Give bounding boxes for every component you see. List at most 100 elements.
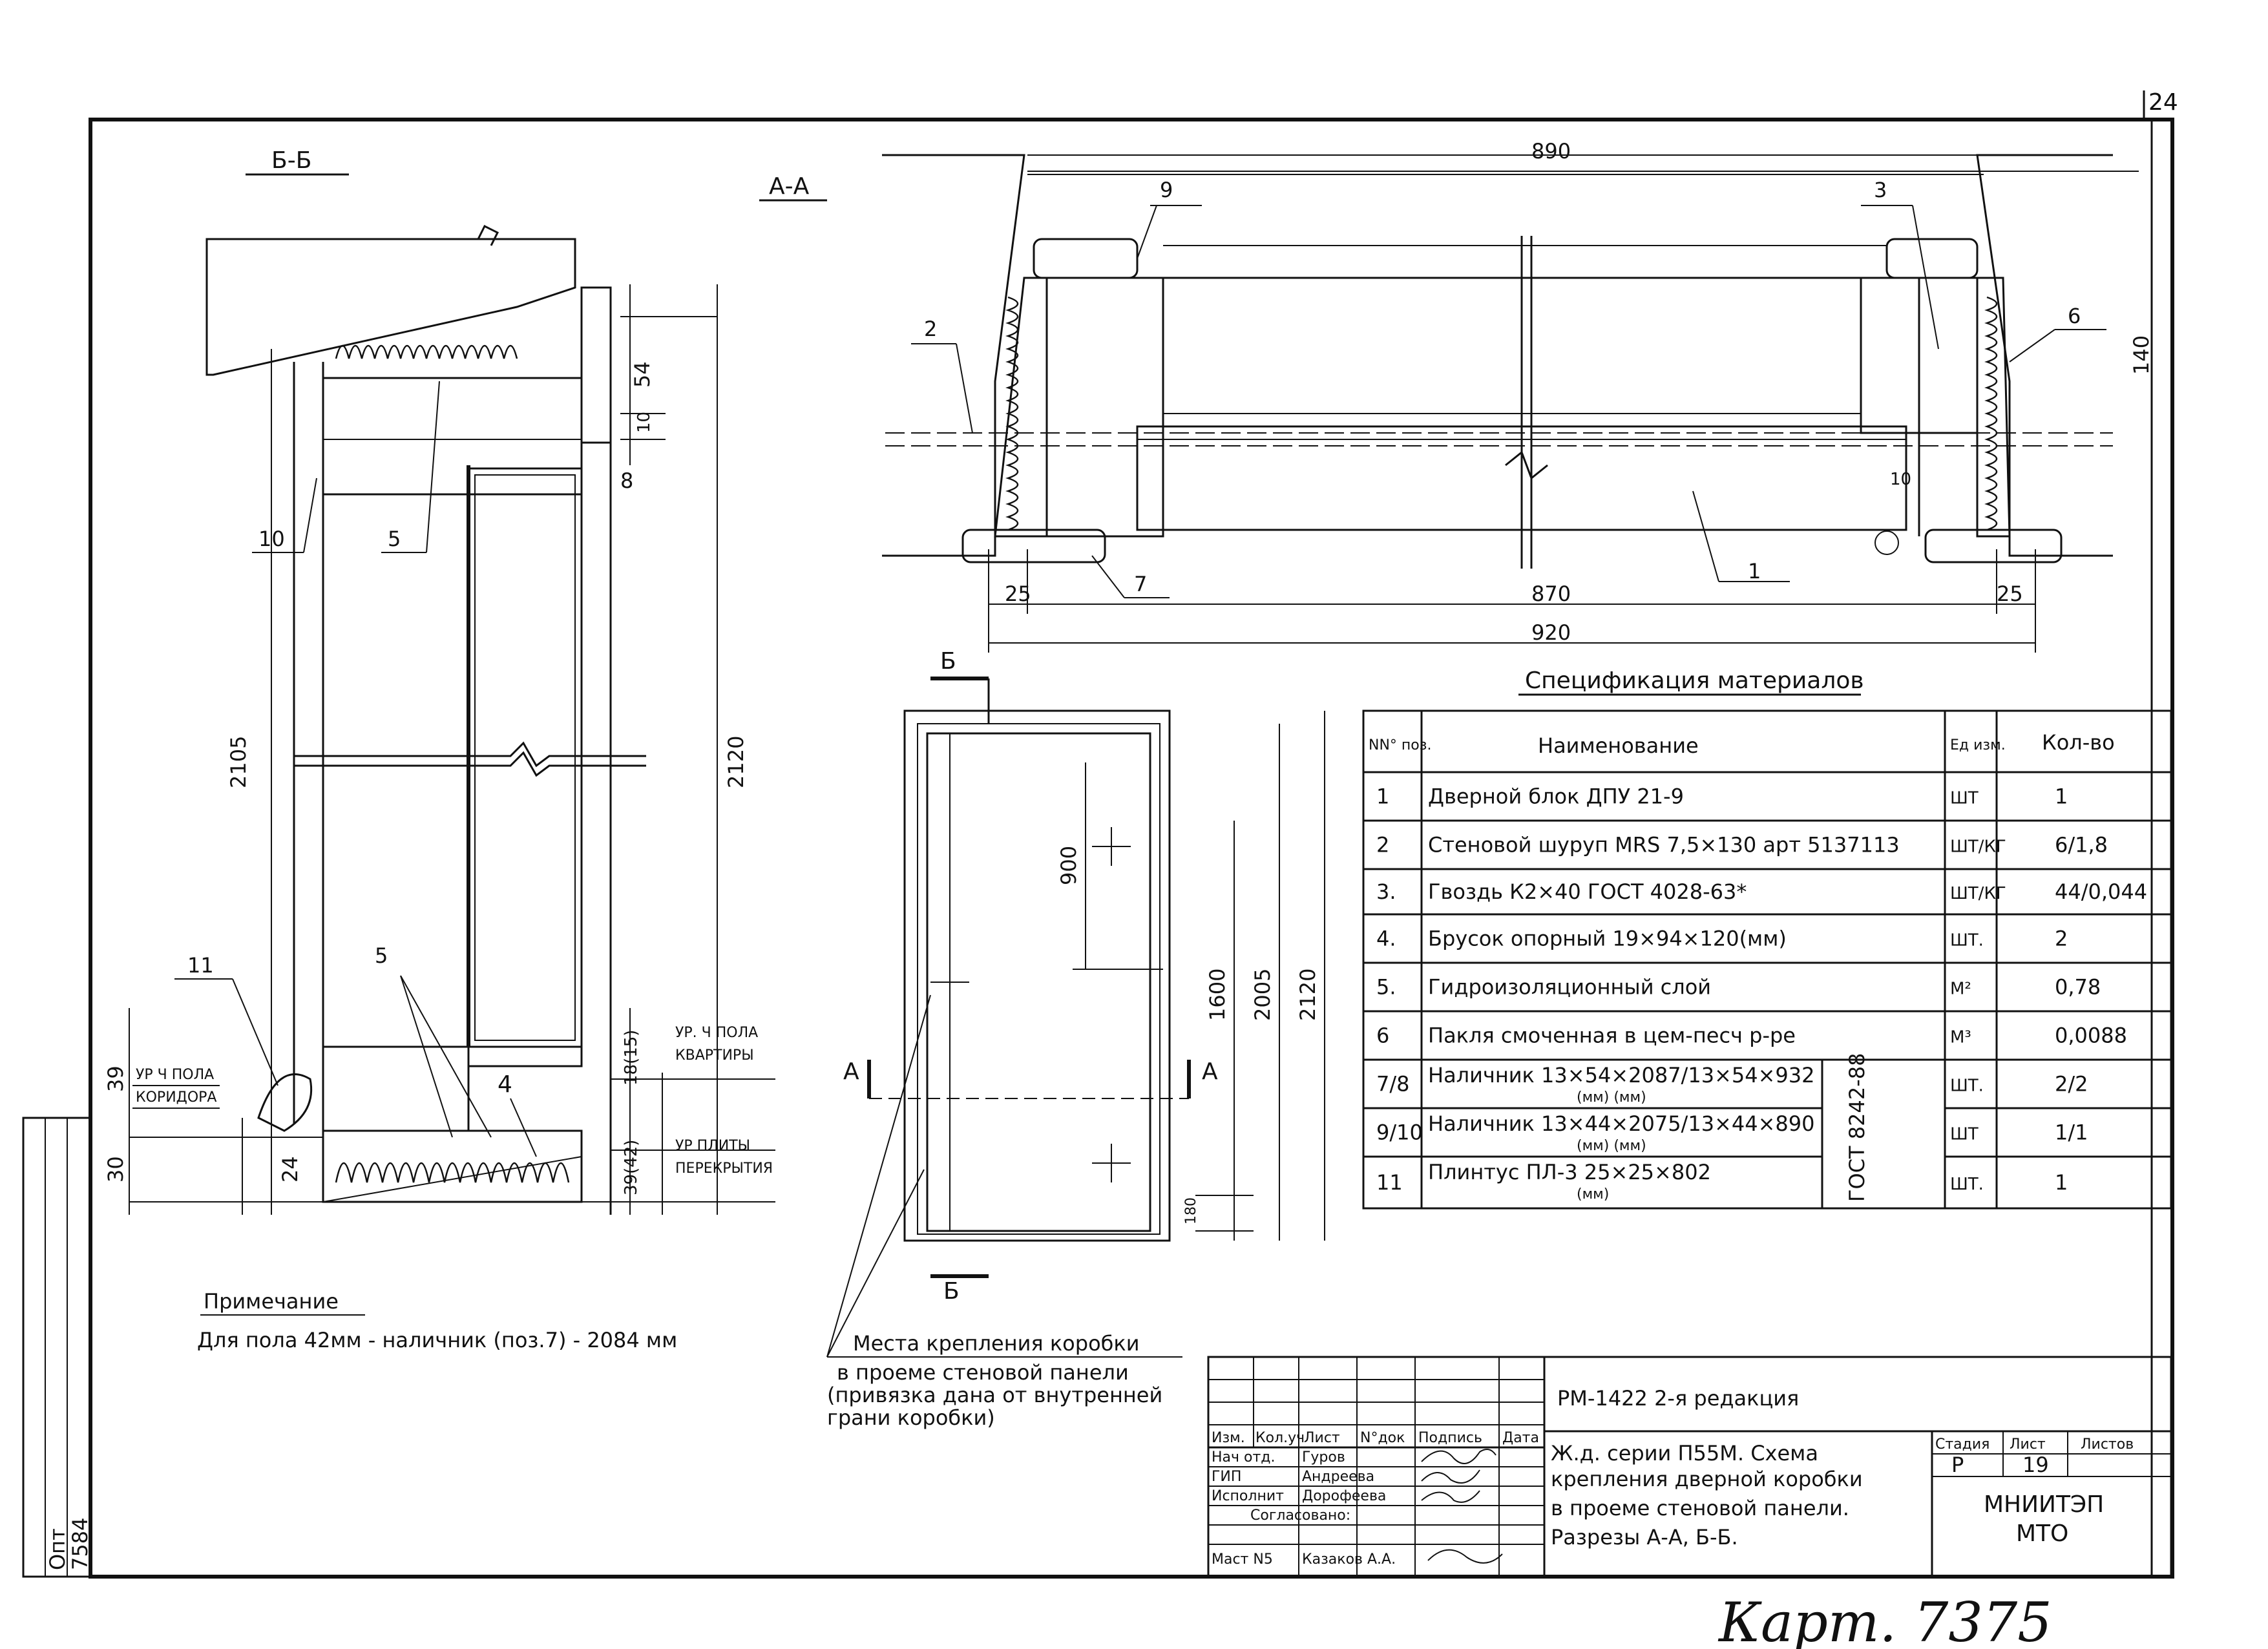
stamp-text-2: 7584 [68, 1518, 92, 1570]
cut-a-right: А [1202, 1058, 1218, 1085]
tb-revision: РМ-1422 2-я редакция [1557, 1386, 1799, 1411]
signature-4 [1427, 1549, 1503, 1564]
tb-role-3: Согласовано: [1250, 1507, 1350, 1524]
spec-row-unit: ШТ [1950, 789, 1979, 808]
tb-col-data: Дата [1502, 1430, 1539, 1446]
spec-row-qty: 1/1 [2055, 1120, 2088, 1145]
spec-row-num: 7/8 [1376, 1072, 1410, 1097]
tb-role-2: Исполнит [1212, 1488, 1284, 1504]
spec-row-unit: ШТ/КГ [1950, 884, 2006, 903]
dim-bb-2120: 2120 [724, 736, 748, 788]
dim-elev-2005: 2005 [1250, 969, 1275, 1021]
pos-bb-11: 11 [187, 953, 214, 978]
tb-desc-2: крепления дверной коробки [1551, 1467, 1863, 1491]
spec-header-qty: Кол-во [2042, 730, 2115, 755]
dim-bb-24: 24 [278, 1156, 302, 1182]
tb-stage: Р [1951, 1453, 1964, 1477]
dim-aa-140: 140 [2129, 335, 2154, 375]
spec-row-sub: (мм) [1577, 1186, 1609, 1203]
section-bb-title: Б-Б [271, 147, 311, 174]
spec-row-unit: ШТ [1950, 1125, 1979, 1144]
tb-role-0: Нач отд. [1212, 1449, 1276, 1465]
places-note-3: (привязка дана от внутренней [827, 1383, 1162, 1407]
pos-aa-7: 7 [1134, 572, 1147, 596]
spec-row-name: Плинтус ПЛ-3 25×25×802 [1428, 1160, 1711, 1184]
label-ur-plity-1: УР ПЛИТЫ [675, 1138, 750, 1154]
tb-name-2: Дорофеева [1302, 1488, 1386, 1504]
cut-b-bottom: Б [943, 1278, 960, 1305]
spec-row-name: Дверной блок ДПУ 21-9 [1428, 784, 1684, 809]
handwritten-card-number: Карт. 7375 [1717, 1591, 2052, 1649]
cut-b-top: Б [940, 648, 956, 675]
spec-row-qty: 44/0,044 [2055, 879, 2147, 904]
dim-aa-890: 890 [1531, 139, 1571, 163]
signature-3 [1421, 1490, 1480, 1503]
pos-aa-9: 9 [1160, 178, 1173, 202]
spec-row-name: Пакля смоченная в цем-песч р-ре [1428, 1024, 1796, 1048]
tb-desc-3: в проеме стеновой панели. [1551, 1496, 1849, 1520]
spec-row-unit: М² [1950, 980, 1971, 999]
tb-name-0: Гуров [1302, 1449, 1345, 1465]
tb-desc-4: Разрезы А-А, Б-Б. [1551, 1525, 1738, 1549]
dim-bb-39: 39 [103, 1066, 128, 1092]
title-block: Изм. Кол.уч Лист N°док Подпись Дата Нач … [1207, 1356, 2172, 1578]
spec-row-qty: 0,0088 [2055, 1024, 2127, 1048]
tb-col-koluch: Кол.уч [1255, 1430, 1305, 1446]
tb-role-1: ГИП [1212, 1469, 1241, 1485]
tb-col-ndok: N°док [1360, 1430, 1405, 1446]
dim-bb-39b: 39(42) [622, 1140, 641, 1195]
label-ur-pola-kv-1: УР. Ч ПОЛА [675, 1025, 758, 1041]
dim-bb-8: 8 [620, 468, 633, 493]
stamp-text-1: Опт [45, 1528, 70, 1570]
tb-col-izm: Изм. [1212, 1430, 1245, 1446]
dim-aa-25a: 25 [1005, 582, 1031, 606]
dim-aa-10: 10 [1890, 470, 1911, 489]
spec-row-name: Наличник 13×54×2087/13×54×932 [1428, 1063, 1814, 1087]
places-note-1: Места крепления коробки [853, 1331, 1140, 1356]
spec-header-num: NN° поз. [1369, 737, 1431, 753]
signature-2 [1421, 1469, 1480, 1484]
tb-name-4: Казаков А.А. [1302, 1551, 1396, 1568]
section-aa-title: А-А [769, 173, 810, 200]
spec-row-name: Гидроизоляционный слой [1428, 975, 1711, 1000]
places-note-2: в проеме стеновой панели [837, 1360, 1129, 1385]
label-ur-pola-kv-2: КВАРТИРЫ [675, 1047, 754, 1064]
tb-org-2: МТО [2016, 1520, 2068, 1547]
spec-row-qty: 1 [2055, 1170, 2068, 1195]
notes: Примечание Для пола 42мм - наличник (поз… [197, 1289, 1182, 1430]
dim-aa-25b: 25 [1997, 582, 2023, 606]
pos-aa-1: 1 [1748, 559, 1761, 583]
pos-aa-2: 2 [924, 317, 937, 341]
dim-bb-2105: 2105 [226, 736, 251, 788]
tb-name-1: Андреева [1302, 1469, 1374, 1485]
spec-header-name: Наименование [1538, 733, 1699, 758]
dim-elev-2120: 2120 [1296, 969, 1320, 1021]
dim-bb-10: 10 [635, 412, 654, 433]
signature-1 [1421, 1449, 1496, 1464]
tb-sheet: 19 [2022, 1453, 2049, 1477]
dim-aa-870: 870 [1531, 582, 1571, 606]
spec-row-num: 2 [1376, 833, 1389, 857]
dim-elev-1600: 1600 [1205, 969, 1230, 1021]
spec-row-name: Гвоздь К2×40 ГОСТ 4028-63* [1428, 879, 1747, 904]
spec-title: Спецификация материалов [1525, 667, 1864, 694]
spec-row-name: Наличник 13×44×2075/13×44×890 [1428, 1111, 1814, 1136]
spec-row-name: Стеновой шуруп MRS 7,5×130 арт 5137113 [1428, 833, 1900, 857]
spec-header-unit: Ед изм. [1950, 737, 2006, 753]
spec-row-unit: ШТ. [1950, 1175, 1984, 1194]
spec-row-num: 5. [1376, 975, 1396, 1000]
label-ur-plity-2: ПЕРЕКРЫТИЯ [675, 1161, 773, 1177]
places-note-4: грани коробки) [827, 1405, 995, 1430]
tb-sheet-label: Лист [2010, 1436, 2046, 1453]
pos-aa-6: 6 [2068, 304, 2081, 328]
spec-row-num: 6 [1376, 1024, 1389, 1048]
cut-a-left: А [843, 1058, 859, 1085]
dim-bb-30: 30 [103, 1156, 128, 1182]
binding-stamp: Опт 7584 [22, 1117, 92, 1578]
spec-row-unit: ШТ. [1950, 931, 1984, 951]
spec-row-qty: 0,78 [2055, 975, 2101, 1000]
pos-bb-5b: 5 [375, 943, 388, 968]
spec-row-num: 4. [1376, 927, 1396, 951]
